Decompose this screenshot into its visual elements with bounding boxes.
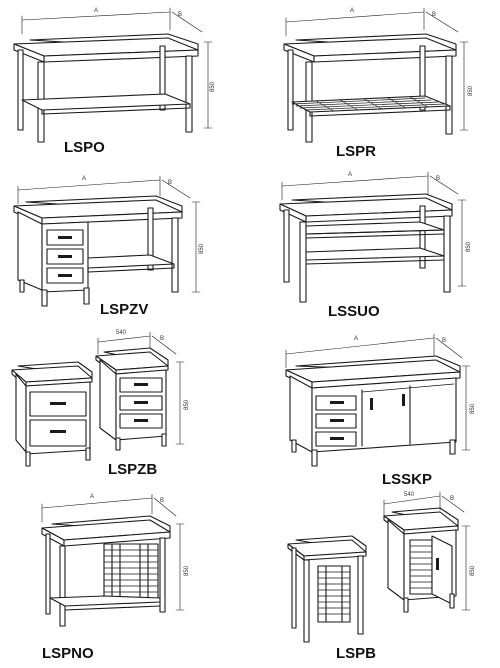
table-lssuo: A B 850 LSSUO xyxy=(279,171,472,320)
table-lsskp: A B 850 LSSKP xyxy=(285,333,476,488)
table-lspzb: 540 B 850 LSPZB xyxy=(11,330,190,478)
lspb-dim-b: B xyxy=(450,496,454,502)
table-lspno: A B 850 LSPNO xyxy=(41,493,190,662)
lsskp-code: LSSKP xyxy=(382,471,432,488)
lspzb-dim-b: B xyxy=(160,336,164,342)
lspno-dim-a: A xyxy=(90,494,94,500)
lspo-dim-a: A xyxy=(94,8,98,14)
lspo-code: LSPO xyxy=(64,139,105,156)
table-lspo: A B 850 LSPO xyxy=(13,7,216,156)
lssuo-dim-b: B xyxy=(436,176,440,182)
lssuo-dim-a: A xyxy=(348,172,352,178)
lspb-dim-h: 850 xyxy=(470,565,476,576)
lspr-dim-h: 850 xyxy=(468,85,474,96)
lspo-dim-b: B xyxy=(178,12,182,18)
lsskp-dim-a: A xyxy=(354,336,358,342)
lspb-code: LSPB xyxy=(336,645,376,662)
lspno-code: LSPNO xyxy=(42,645,94,662)
lsskp-dim-b: B xyxy=(442,338,446,344)
lspzb-dim-a: 540 xyxy=(116,330,127,336)
lspo-dim-h: 850 xyxy=(210,81,216,92)
lspzb-dim-h: 850 xyxy=(184,399,190,410)
lspzv-dim-h: 850 xyxy=(199,243,205,254)
table-lspzv: A B 850 LSPZV xyxy=(13,175,205,318)
lssuo-code: LSSUO xyxy=(328,303,380,320)
lspzv-dim-b: B xyxy=(168,180,172,186)
lspzb-code: LSPZB xyxy=(108,461,157,478)
lspr-dim-b: B xyxy=(432,12,436,18)
lspno-dim-h: 850 xyxy=(184,565,190,576)
table-lspr: A B 850 LSPR xyxy=(283,7,474,160)
lssuo-dim-h: 850 xyxy=(466,241,472,252)
lsskp-dim-h: 850 xyxy=(470,403,476,414)
lspb-dim-a: 540 xyxy=(404,492,415,498)
table-lspb: 540 B 850 LSPB xyxy=(287,491,476,662)
lspzv-dim-a: A xyxy=(82,176,86,182)
lspzv-code: LSPZV xyxy=(100,301,148,318)
lspr-dim-a: A xyxy=(350,8,354,14)
lspr-code: LSPR xyxy=(336,143,376,160)
lspno-dim-b: B xyxy=(160,498,164,504)
